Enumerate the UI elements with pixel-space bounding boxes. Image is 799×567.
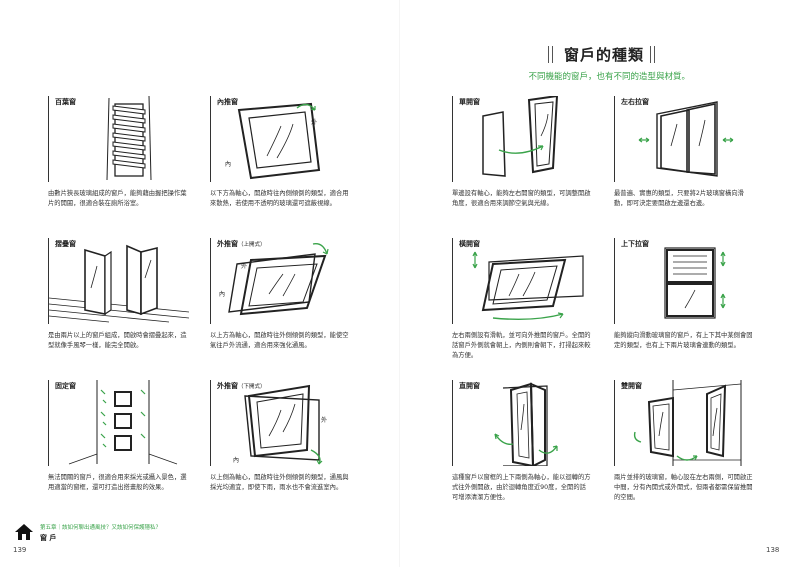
- vertical-pivot-figure: 直開窗: [452, 380, 592, 466]
- card-louver: 百葉窗 由數片狹長玻璃組成的窗戶，能夠藉由握把操作葉片的開闔，很適合裝在廁所浴室…: [48, 96, 188, 209]
- fixed-figure: 固定窗: [48, 380, 188, 466]
- inside-mark: 內: [225, 160, 231, 168]
- card-tag: （上開式）: [238, 242, 266, 248]
- card-vertical-pivot: 直開窗 這種窗戶以窗框的上下兩側為軸心，能以迴轉的方式往外側開啟，由於迴轉角度近…: [452, 380, 592, 502]
- card-label: 外推窗（下開式）: [215, 381, 268, 391]
- card-label: 單開窗: [457, 97, 482, 107]
- outside-mark: 外: [311, 118, 317, 126]
- casement-window-icon: [482, 96, 559, 177]
- page-subtitle: 不同機能的窗戶，也有不同的造型與材質。: [528, 72, 690, 82]
- card-horizontal-pivot: 橫開窗 左右兩側設有滑軌，並可向外推開的窗戶。全開的話窗戶外側就會朝上，內側則會…: [452, 238, 592, 360]
- card-description: 由數片狹長玻璃組成的窗戶，能夠藉由握把操作葉片的開闔，很適合裝在廁所浴室。: [48, 190, 187, 207]
- card-label: 雙開窗: [619, 381, 644, 391]
- card-description: 是由兩片以上的窗戶組成，開啟時會摺疊起來，造型就像手風琴一樣，能完全開啟。: [48, 332, 187, 349]
- page-gutter: [399, 0, 400, 567]
- casement-figure: 單開窗: [452, 96, 592, 182]
- horizontal-pivot-window-icon: [472, 251, 584, 321]
- outward-bottom-window-icon: 外 內: [233, 384, 327, 465]
- card-inward: 內推窗 外 內 以下方為軸心，開啟時往內側傾倒的類型，適合用來散熱，若使用不透明…: [210, 96, 350, 209]
- card-label: 直開窗: [457, 381, 482, 391]
- sliding-window-icon: [638, 101, 734, 177]
- card-description: 單邊設有軸心，能夠左右開窗的類型，可調整開啟角度，很適合用來調節空氣與光線。: [452, 190, 591, 207]
- outward-top-window-icon: 外 內: [219, 243, 329, 316]
- page-number-left: 139: [13, 546, 27, 554]
- card-label: 左右拉窗: [619, 97, 651, 107]
- card-description: 最普遍、實惠的類型，只要將2片玻璃窗橫向滑動，即可決定要開啟左邊還右邊。: [614, 190, 744, 207]
- card-description: 以上方為軸心，開啟時往外側傾倒的類型，能使空氣往戶外流通，適合用來強化通風。: [210, 332, 349, 349]
- louver-figure: 百葉窗: [48, 96, 188, 182]
- card-label: 摺疊窗: [53, 239, 78, 249]
- outside-mark: 外: [321, 416, 327, 424]
- inward-window-icon: 外 內: [225, 102, 321, 180]
- chapter-title: 第五章｜該如何聊出通風技？又該如何保護隱私？: [40, 525, 162, 531]
- card-double-casement: 雙開窗 兩片並排的玻璃窗，軸心設在左右兩側，可開啟正中間，分有內開式或外開式，但…: [614, 380, 754, 502]
- outward-bottom-figure: 外推窗（下開式） 外 內: [210, 380, 350, 466]
- title-bracket-left: [548, 46, 553, 63]
- inward-figure: 內推窗 外 內: [210, 96, 350, 182]
- title-bracket-right: [650, 46, 655, 63]
- card-casement: 單開窗 單邊設有軸心，能夠左右開窗的類型，可調整開啟角度，很適合用來調節空氣與光…: [452, 96, 592, 209]
- outward-top-figure: 外推窗（上開式） 外 內: [210, 238, 350, 324]
- card-outward-bottom: 外推窗（下開式） 外 內 以上側為軸心，開啟時往外側傾倒的類型，通風與採光均適宜…: [210, 380, 350, 493]
- horizontal-pivot-figure: 橫開窗: [452, 238, 592, 324]
- sliding-figure: 左右拉窗: [614, 96, 754, 182]
- double-hung-figure: 上下拉窗: [614, 238, 754, 324]
- vertical-pivot-window-icon: [494, 382, 558, 466]
- folding-window-icon: [49, 244, 189, 323]
- card-description: 這種窗戶以窗框的上下兩側為軸心，能以迴轉的方式往外側開啟，由於迴轉角度近90度，…: [452, 474, 591, 501]
- card-label: 上下拉窗: [619, 239, 651, 249]
- card-tag: （下開式）: [238, 384, 266, 390]
- outside-mark: 外: [241, 262, 247, 270]
- card-fixed: 固定窗 無法開關的窗戶，很適合用來採光或攝入景色，選用適當的窗框，還可打造出搭畫…: [48, 380, 188, 493]
- card-description: 以上側為軸心，開啟時往外側傾倒的類型，通風與採光均適宜，即使下雨，雨水也不會流進…: [210, 474, 349, 491]
- section-title: 窗 戶: [40, 534, 57, 542]
- louver-window-icon: [106, 96, 152, 181]
- folding-figure: 摺疊窗: [48, 238, 189, 324]
- card-label: 橫開窗: [457, 239, 482, 249]
- card-outward-top: 外推窗（上開式） 外 內 以上方為軸心，開啟時往外側傾倒的類型，能使空氣往戶外流…: [210, 238, 350, 351]
- double-casement-window-icon: [633, 380, 742, 466]
- card-description: 以下方為軸心，開啟時往內側傾倒的類型，適合用來散熱，若使用不透明的玻璃還可遮蔽視…: [210, 190, 349, 207]
- card-sliding: 左右拉窗 最普遍、實惠的類型，只要將2片玻璃窗橫向滑動，即可決定要開啟左邊還右邊…: [614, 96, 754, 209]
- card-double-hung: 上下拉窗 能夠縱向滑動玻璃窗的窗戶，有上下其中某側會固定的類型，也有上下兩片玻璃…: [614, 238, 754, 351]
- double-hung-window-icon: [664, 247, 726, 319]
- card-label: 百葉窗: [53, 97, 78, 107]
- card-label: 內推窗: [215, 97, 240, 107]
- card-label: 固定窗: [53, 381, 78, 391]
- double-casement-figure: 雙開窗: [614, 380, 754, 466]
- card-description: 無法開關的窗戶，很適合用來採光或攝入景色，選用適當的窗框，還可打造出搭畫般的效果…: [48, 474, 187, 491]
- fixed-window-icon: [68, 380, 178, 465]
- inside-mark: 內: [233, 456, 239, 464]
- inside-mark: 內: [219, 290, 225, 298]
- card-description: 兩片並排的玻璃窗，軸心設在左右兩側，可開啟正中間，分有內開式或外開式，但兩者都需…: [614, 474, 753, 501]
- card-folding: 摺疊窗 是由兩片以上的窗戶組成，開啟時會摺疊起來，造型就像手風琴一樣，能完全開啟…: [48, 238, 189, 351]
- card-description: 左右兩側設有滑軌，並可向外推開的窗戶。全開的話窗戶外側就會朝上，內側則會朝下，打…: [452, 332, 591, 359]
- page-number-right: 138: [766, 546, 780, 554]
- house-icon: [15, 524, 33, 540]
- page-title: 窗戶的種類: [563, 46, 644, 64]
- card-description: 能夠縱向滑動玻璃窗的窗戶，有上下其中某側會固定的類型，也有上下兩片玻璃會連動的類…: [614, 332, 753, 349]
- card-label: 外推窗（上開式）: [215, 239, 268, 249]
